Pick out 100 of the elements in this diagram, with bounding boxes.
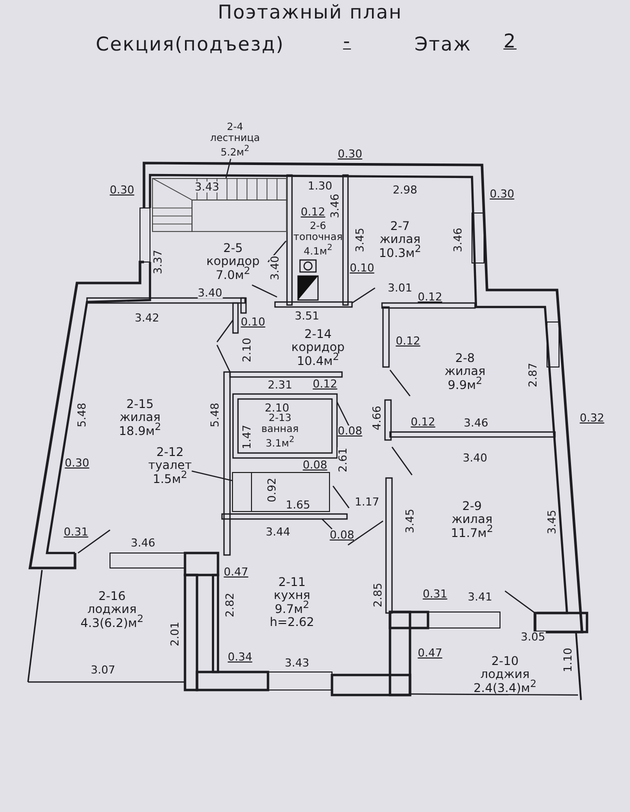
room-type: лоджия: [86, 602, 138, 616]
room-number: 2-14: [303, 328, 333, 341]
dimension-label: 3.46: [330, 194, 340, 218]
dimension-label: 0.31: [422, 588, 448, 600]
room-number: 2-6: [308, 222, 328, 233]
dimension-label: 0.34: [228, 652, 252, 662]
dimension-label: 2.85: [372, 582, 384, 608]
dimension-label: 0.12: [396, 336, 420, 346]
dimension-label: 0.32: [580, 412, 604, 424]
room-number: 2-4: [226, 123, 244, 134]
dimension-label: 2.10: [242, 338, 252, 362]
room-area: 5.2м$^{2}$: [210, 144, 260, 159]
room-area: 10.3м$^{2}$: [378, 245, 422, 260]
dimension-label: 3.45: [404, 508, 416, 534]
dimension-label: 0.12: [418, 292, 442, 302]
dimension-label: 3.40: [462, 452, 488, 464]
room-type: коридор: [291, 340, 345, 354]
dimension-label: 1.10: [562, 648, 574, 672]
room-number: 2-10: [490, 655, 520, 668]
dimension-label: 4.66: [372, 406, 382, 430]
section-label: Секция(подъезд): [96, 36, 284, 54]
dimension-label: 0.10: [350, 262, 374, 274]
dimension-label: 0.08: [338, 426, 362, 436]
room-area: 10.4м$^{2}$: [291, 353, 345, 368]
ceiling-height: h=2.62: [270, 616, 314, 628]
dimension-label: 2.10: [264, 402, 290, 414]
dimension-label: 3.51: [294, 310, 320, 322]
dimension-label: 2.98: [392, 184, 418, 196]
room-area: 3.1м$^{2}$: [261, 435, 299, 450]
dimension-label: 3.05: [520, 632, 546, 642]
dimension-label: 3.46: [130, 538, 156, 548]
dimension-label: 1.47: [242, 424, 252, 450]
dimension-label: 1.17: [354, 496, 380, 508]
floor-value: 2: [503, 32, 517, 52]
room-number: 2-16: [97, 590, 127, 603]
dimension-label: 0.92: [266, 478, 278, 502]
dimension-label: 3.45: [354, 228, 366, 252]
room-number: 2-15: [125, 398, 155, 411]
room-type: жилая: [450, 512, 494, 526]
dimension-label: 2.01: [170, 622, 180, 646]
room-area: 7.0м$^{2}$: [206, 267, 260, 282]
dimension-label: 3.40: [198, 288, 222, 298]
dimension-label: 5.48: [76, 402, 88, 428]
dimension-label: 3.46: [464, 418, 488, 428]
dimension-label: 3.43: [284, 658, 310, 668]
dimension-label: 0.47: [418, 648, 442, 658]
dimension-label: 3.45: [546, 510, 558, 534]
dimension-label: 0.12: [410, 416, 436, 428]
dimension-label: 1.30: [308, 180, 332, 192]
room-number: 2-11: [277, 576, 307, 588]
room-area: 9.7м$^{2}$: [270, 601, 314, 616]
dimension-label: 2.31: [268, 380, 292, 390]
dimension-label: 0.47: [224, 566, 248, 578]
room-type: лестница: [210, 134, 260, 144]
dimension-label: 3.41: [468, 592, 492, 602]
dimension-label: 2.87: [528, 362, 538, 388]
room-number: 2-8: [454, 352, 476, 365]
dimension-label: 0.31: [64, 526, 88, 538]
dimension-label: 3.07: [90, 664, 116, 676]
dimension-label: 3.01: [388, 282, 412, 294]
dimension-label: 0.12: [312, 378, 338, 390]
dimension-label: 0.30: [64, 458, 90, 468]
room-type: жилая: [444, 364, 486, 378]
dimension-label: 3.37: [152, 250, 164, 274]
dimension-label: 0.10: [240, 316, 266, 328]
room-area: 1.5м$^{2}$: [148, 471, 192, 486]
room-number: 2-7: [389, 220, 411, 233]
leader-line: [225, 158, 232, 178]
room-number: 2-12: [155, 446, 185, 459]
room-area: 11.7м$^{2}$: [450, 525, 494, 540]
room-type: топочная: [293, 232, 343, 244]
room-type: коридор: [206, 254, 260, 268]
room-type: жилая: [378, 232, 422, 246]
dimension-label: 0.30: [110, 184, 134, 196]
room-area: 18.9м$^{2}$: [118, 423, 162, 438]
room-area: 4.1м$^{2}$: [293, 243, 343, 258]
room-number: 2-9: [461, 500, 483, 513]
dimension-label: 3.40: [270, 256, 280, 280]
room-area: 4.3(6.2)м$^{2}$: [80, 615, 144, 630]
dimension-label: 0.30: [338, 148, 362, 160]
leader-line: [192, 470, 232, 482]
dimension-label: 1.65: [286, 500, 310, 510]
toilet-room-outline: [232, 472, 330, 512]
room-type: жилая: [118, 410, 162, 424]
dimension-label: 3.46: [452, 228, 464, 252]
room-type: туалет: [148, 458, 192, 472]
room-type: ванная: [261, 424, 299, 436]
room-area: 2.4(3.4)м$^{2}$: [474, 680, 536, 695]
dimension-label: 0.12: [300, 206, 326, 218]
dimension-label: 5.48: [210, 402, 220, 428]
dimension-label: 2.82: [224, 592, 236, 618]
dimension-label: 3.42: [134, 312, 160, 324]
dimension-label: 2.61: [338, 448, 348, 472]
room-number: 2-13: [268, 414, 292, 425]
room-number: 2-5: [222, 242, 244, 255]
dimension-label: 0.08: [330, 530, 354, 540]
dimension-label: 3.44: [266, 526, 290, 538]
room-type: лоджия: [479, 668, 530, 680]
room-area: 9.9м$^{2}$: [444, 377, 486, 392]
staircase-drawing: [152, 178, 287, 232]
